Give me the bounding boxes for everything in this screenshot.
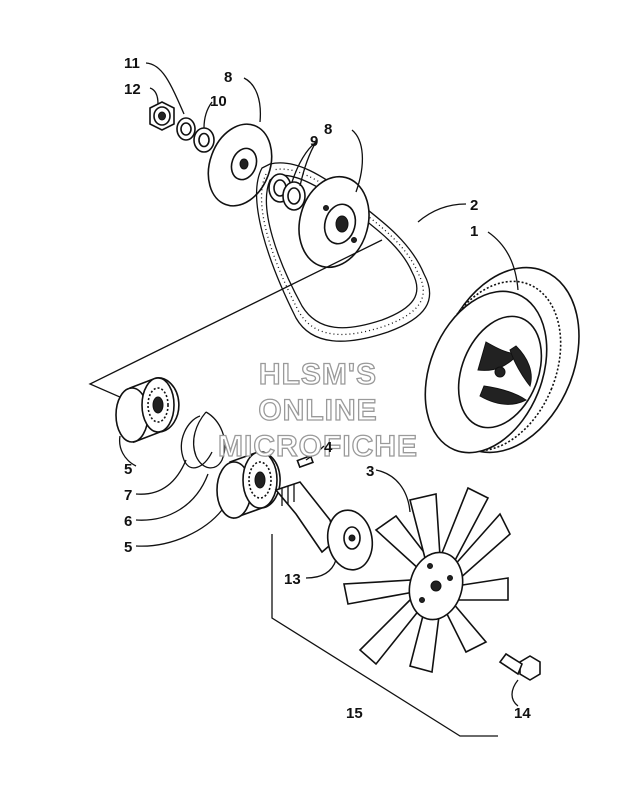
callout-7: 7: [124, 487, 132, 504]
callout-labels: 11 12 8 10 8 9 2 1 4 3 5 7 6 5 13 15 14: [124, 55, 531, 722]
callout-10: 10: [210, 93, 227, 110]
callout-15: 15: [346, 705, 363, 722]
assembly-bracket: [271, 534, 498, 737]
callout-2: 2: [470, 197, 478, 214]
callout-6: 6: [124, 513, 132, 530]
watermark: HLSM'S ONLINE MICROFICHE: [217, 357, 418, 463]
nut-part: [149, 101, 175, 131]
spacer-part: [268, 173, 306, 211]
bearing-lower-part: [216, 451, 281, 520]
fan-part: [343, 486, 511, 674]
callout-12: 12: [124, 81, 141, 98]
snap-ring-part: [180, 415, 213, 469]
lock-washer-part: [176, 117, 196, 141]
callout-3: 3: [366, 463, 374, 480]
callout-5-upper: 5: [124, 461, 132, 478]
callout-8-lower: 8: [324, 121, 332, 138]
callout-4: 4: [324, 439, 333, 456]
callout-1: 1: [470, 223, 478, 240]
bearing-upper-part: [115, 377, 180, 444]
callout-11: 11: [124, 55, 140, 72]
watermark-line-2: ONLINE: [258, 394, 377, 427]
pulley-half-rear-part: [207, 123, 273, 207]
watermark-line-3: MICROFICHE: [218, 430, 418, 463]
callout-5-lower: 5: [124, 539, 132, 556]
flat-washer-part: [193, 127, 215, 153]
retaining-ring-part: [192, 411, 226, 469]
pulley-half-front-part: [298, 175, 370, 269]
leader-lines: [118, 62, 519, 707]
bolt-part: [498, 652, 541, 681]
shaft-part: [274, 481, 374, 571]
watermark-line-1: HLSM'S: [259, 358, 377, 391]
callout-14: 14: [514, 705, 531, 722]
callout-13: 13: [284, 571, 301, 588]
large-pulley-part: [424, 266, 580, 454]
callout-8-upper: 8: [224, 69, 232, 86]
callout-9: 9: [310, 133, 318, 150]
